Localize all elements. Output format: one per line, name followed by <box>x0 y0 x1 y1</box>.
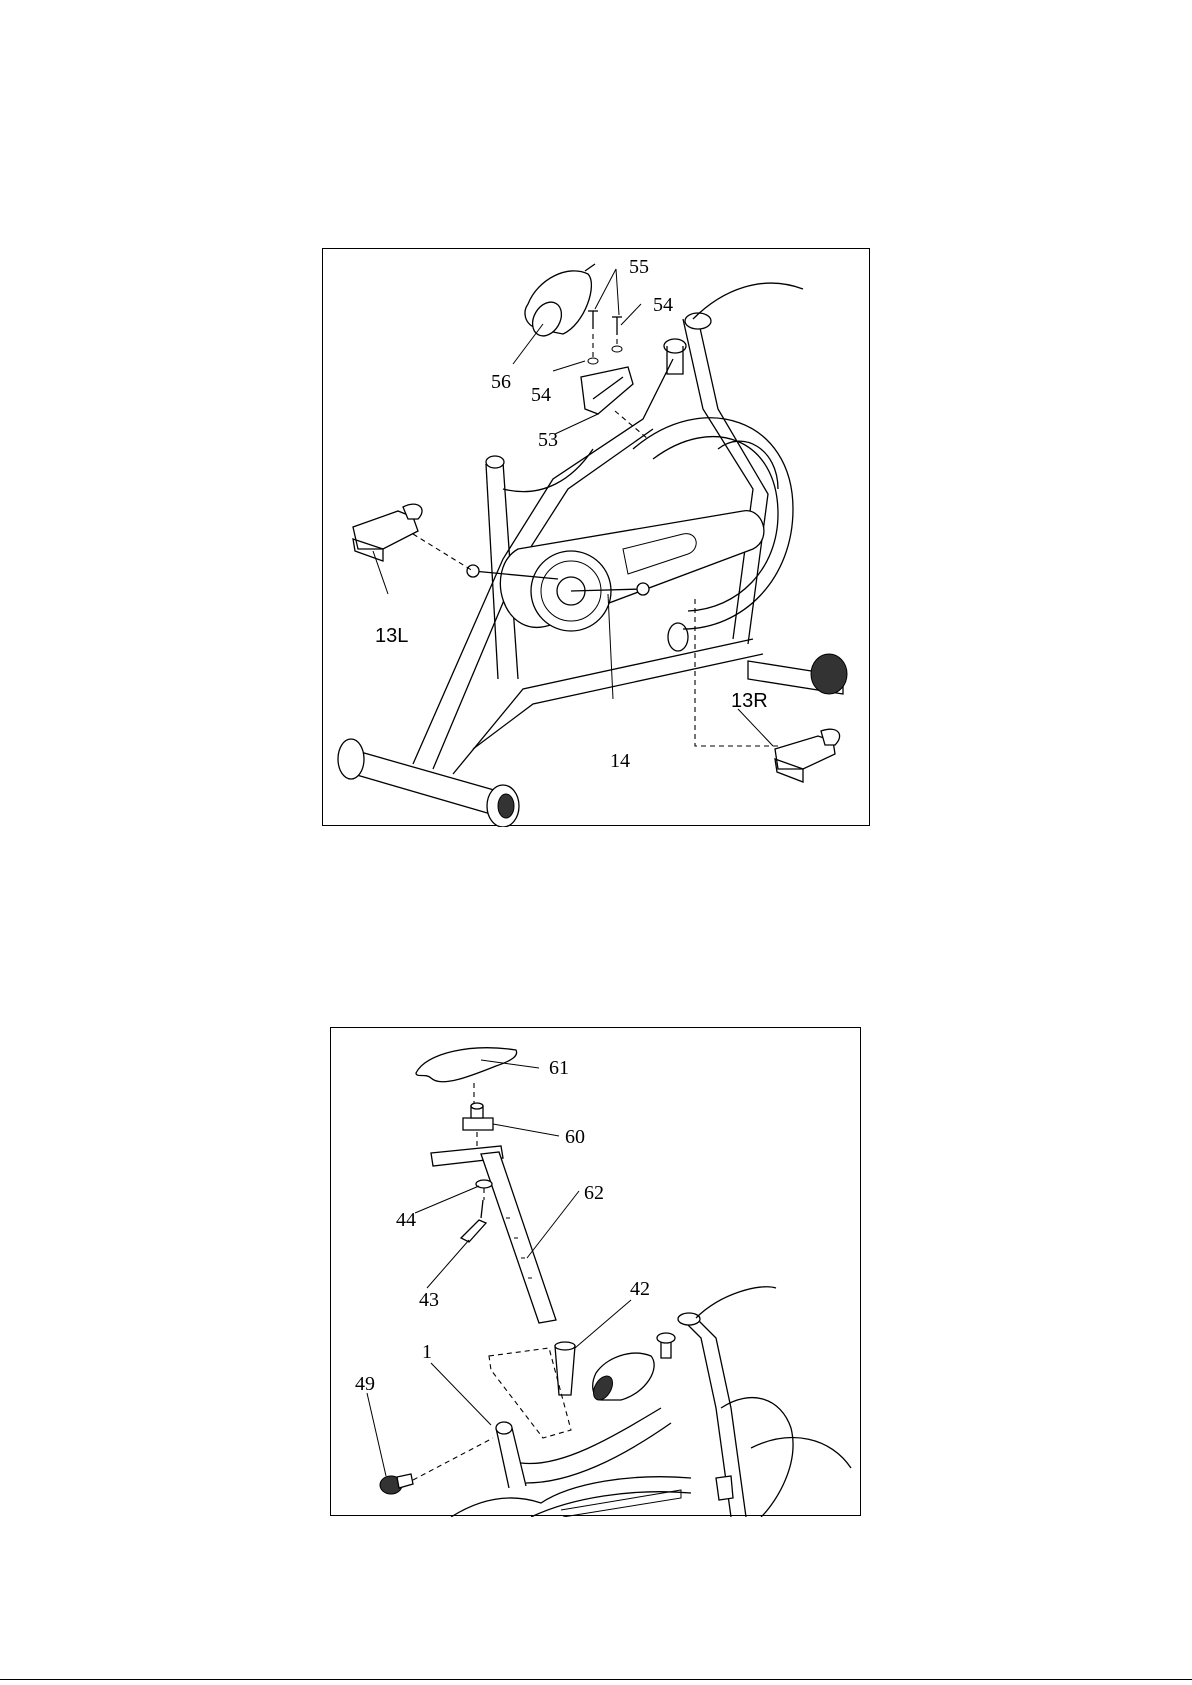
assembly-diagram-pedals-bottle: 55 54 56 54 53 13L 14 13R <box>322 248 870 826</box>
handlebar-stub <box>693 283 803 319</box>
washer-44 <box>476 1180 492 1200</box>
callout-53: 53 <box>538 429 558 451</box>
callout-54-right: 54 <box>653 294 673 316</box>
frame-portion <box>451 1287 851 1517</box>
callout-55: 55 <box>629 256 649 278</box>
seat-post-drawing: 61 60 62 44 43 42 1 49 <box>331 1028 862 1517</box>
callout-13R: 13R <box>731 690 768 712</box>
callout-56: 56 <box>491 371 511 393</box>
leader-lines <box>373 269 773 746</box>
callout-49: 49 <box>355 1373 375 1395</box>
tension-knob <box>664 339 686 374</box>
bottle-holder-53 <box>581 367 648 439</box>
callout-42: 42 <box>630 1278 650 1300</box>
pop-pin-43 <box>461 1200 486 1242</box>
callout-13L: 13L <box>375 625 408 647</box>
callout-14: 14 <box>610 750 630 772</box>
mounted-water-bottle <box>590 1353 655 1403</box>
water-bottle-56 <box>525 264 595 341</box>
saddle-61 <box>416 1048 517 1106</box>
assembly-diagram-seat: 61 60 62 44 43 42 1 49 <box>330 1027 861 1516</box>
chain-guard <box>467 511 764 631</box>
callout-54-left: 54 <box>531 384 551 406</box>
screws-55 <box>588 311 622 364</box>
seat-post-62 <box>431 1146 556 1323</box>
callout-61: 61 <box>549 1057 569 1079</box>
adjustment-knob-49 <box>380 1438 493 1494</box>
callout-62: 62 <box>584 1182 604 1204</box>
callout-43: 43 <box>419 1289 439 1311</box>
front-stabilizer <box>338 739 519 827</box>
callout-44: 44 <box>396 1209 416 1231</box>
callout-1: 1 <box>422 1341 432 1363</box>
pedals-bottle-drawing: 55 54 56 54 53 13L 14 13R <box>323 249 871 827</box>
left-pedal-13L <box>353 504 473 571</box>
leader-lines-bottom <box>367 1060 631 1476</box>
seat-sleeve-42 <box>555 1342 575 1395</box>
page-footer-rule <box>0 1679 1192 1680</box>
callout-60: 60 <box>565 1126 585 1148</box>
